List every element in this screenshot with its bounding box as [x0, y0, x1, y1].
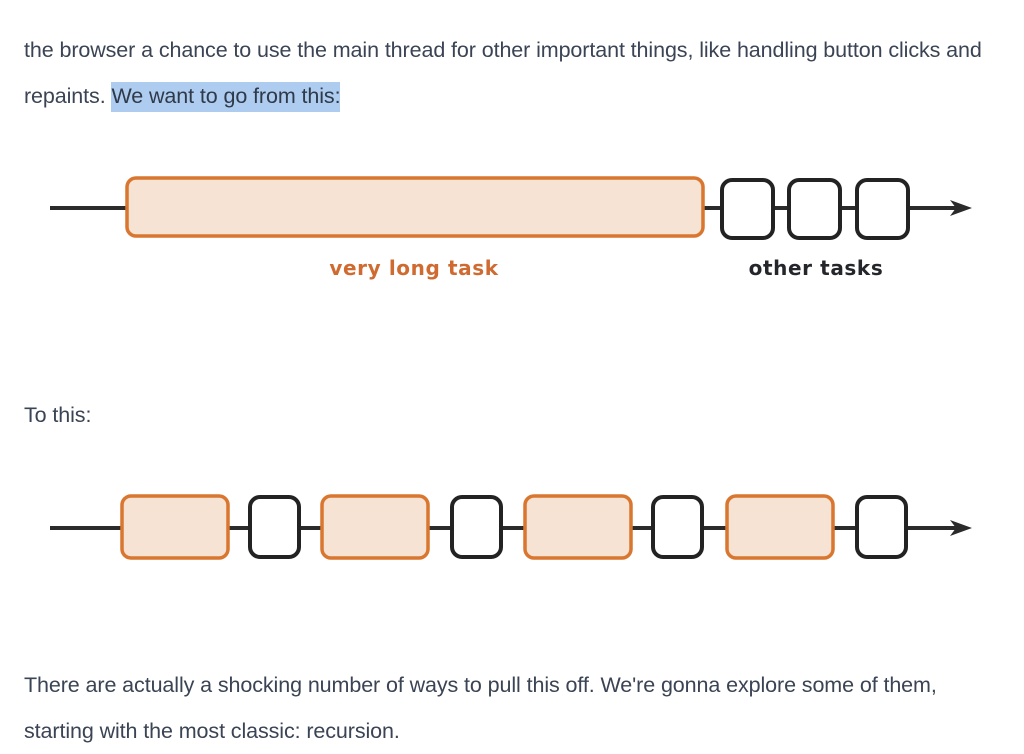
paragraph-outro: There are actually a shocking number of … [24, 672, 937, 743]
paragraph-intro-text: the browser a chance to use the main thr… [24, 37, 982, 108]
block-other-task [787, 178, 842, 240]
block-task-chunk [120, 494, 230, 560]
block-other-task [720, 178, 775, 240]
timeline-arrowhead [950, 520, 972, 536]
timeline-arrowhead [950, 200, 972, 216]
block-other-task [248, 495, 301, 559]
block-other-task [855, 178, 910, 240]
block-task-chunk [320, 494, 430, 560]
block-other-task [450, 495, 503, 559]
paragraph-intro: the browser a chance to use the main thr… [24, 27, 1000, 119]
block-other-task [651, 495, 704, 559]
block-very-long-task [125, 176, 705, 238]
paragraph-to-this: To this: [24, 402, 92, 427]
block-task-chunk [523, 494, 633, 560]
label-other-tasks: other tasks [749, 256, 884, 280]
block-other-task [855, 495, 908, 559]
diagram-split-tasks [0, 470, 1024, 580]
block-task-chunk [725, 494, 835, 560]
label-very-long-task: very long task [329, 256, 498, 280]
selected-text-highlight[interactable]: We want to go from this: [111, 81, 341, 112]
diagram-very-long-task: very long task other tasks [0, 150, 1024, 300]
